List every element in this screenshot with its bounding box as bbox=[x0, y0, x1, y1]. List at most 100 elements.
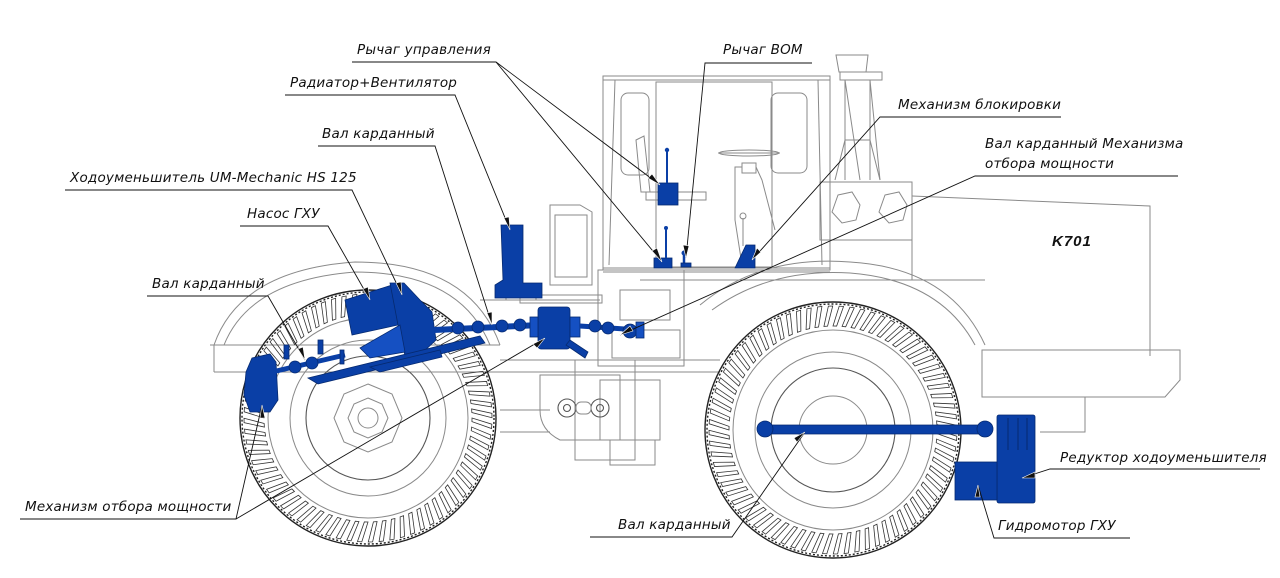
tread-lug bbox=[832, 305, 845, 327]
tread-lug bbox=[310, 305, 320, 329]
tread-lug bbox=[850, 308, 866, 329]
tread-lug bbox=[761, 517, 782, 535]
tread-lug bbox=[251, 458, 275, 466]
tread-lug bbox=[438, 490, 452, 514]
model-label: K701 bbox=[1052, 233, 1092, 250]
arrow-icon bbox=[751, 247, 762, 261]
label-locking-mechanism: Механизм блокировки bbox=[898, 97, 1061, 113]
arrow-icon bbox=[297, 346, 306, 361]
tread-lug bbox=[749, 334, 763, 358]
tread-lug bbox=[301, 310, 312, 334]
tread-lug bbox=[709, 440, 732, 449]
tread-lug bbox=[320, 301, 328, 325]
tread-lug bbox=[461, 370, 485, 378]
tread-lug bbox=[926, 382, 950, 390]
tread-lug bbox=[752, 512, 775, 529]
arrow-icon bbox=[682, 244, 690, 259]
tread-lug bbox=[287, 500, 310, 517]
tread-lug bbox=[876, 319, 896, 338]
tread-lug bbox=[276, 329, 292, 352]
tread-lug bbox=[864, 527, 870, 551]
tread-lug bbox=[408, 511, 416, 535]
pto-drive-unit[interactable] bbox=[537, 306, 571, 350]
front-tire-tread bbox=[708, 305, 958, 555]
tread-lug bbox=[265, 481, 289, 494]
tread-lug bbox=[881, 519, 891, 543]
tread-lug bbox=[741, 341, 757, 364]
tread-lug bbox=[891, 331, 914, 348]
tread-lug bbox=[399, 515, 405, 539]
tread-lug bbox=[859, 311, 876, 332]
tread-lug bbox=[284, 322, 298, 346]
label-control-lever: Рычаг управления bbox=[357, 42, 491, 58]
label-hydraulic-pump: Насос ГХУ bbox=[247, 206, 320, 222]
tread-lug bbox=[785, 313, 793, 337]
hydraulic-pump[interactable] bbox=[344, 284, 399, 336]
arrow-icon bbox=[651, 247, 663, 263]
tread-lug bbox=[873, 523, 881, 547]
label-radiator-fan: Радиатор+Вентилятор bbox=[290, 75, 457, 91]
control-lever-unit[interactable] bbox=[653, 147, 679, 269]
tread-lug bbox=[335, 519, 351, 540]
tread-lug bbox=[389, 517, 396, 541]
tread-lug bbox=[367, 521, 378, 543]
cardan-shaft-front[interactable] bbox=[756, 420, 994, 438]
tread-lug bbox=[460, 461, 479, 481]
tread-lug bbox=[766, 322, 777, 346]
tread-lug bbox=[915, 488, 932, 511]
leader-lines bbox=[20, 61, 1260, 539]
tread-lug bbox=[931, 456, 952, 473]
tread-lug bbox=[710, 451, 734, 458]
components bbox=[243, 147, 1036, 504]
tread-lug bbox=[867, 315, 886, 335]
tread-lug bbox=[444, 484, 460, 507]
locking-mechanism[interactable] bbox=[734, 244, 756, 269]
tread-lug bbox=[424, 502, 435, 526]
tread-lug bbox=[718, 377, 738, 396]
cardan-shaft-mid[interactable] bbox=[433, 318, 541, 335]
tread-lug bbox=[841, 306, 855, 328]
arrow-icon bbox=[503, 216, 511, 231]
tread-lug bbox=[889, 514, 900, 538]
tread-lug bbox=[720, 478, 744, 488]
tread-lug bbox=[243, 417, 265, 428]
tread-lug bbox=[814, 306, 823, 329]
cardan-shaft-rear[interactable] bbox=[271, 339, 346, 375]
tread-lug bbox=[928, 464, 948, 483]
tread-lug bbox=[467, 390, 491, 397]
tread-lug bbox=[811, 532, 825, 554]
label-cardan-shaft-top: Вал карданный bbox=[322, 126, 435, 142]
arrow-icon bbox=[486, 311, 493, 326]
creeper-reducer[interactable] bbox=[996, 414, 1036, 504]
tread-lug bbox=[725, 486, 749, 497]
front-wheel bbox=[704, 301, 962, 559]
tread-lug bbox=[292, 315, 305, 339]
tread-lug bbox=[416, 507, 426, 531]
tread-lug bbox=[805, 307, 812, 331]
tread-lug bbox=[909, 496, 925, 519]
tread-lug bbox=[340, 295, 347, 319]
tread-lug bbox=[925, 473, 944, 493]
tread-lug bbox=[935, 438, 957, 452]
tread-lug bbox=[821, 533, 834, 555]
radiator-fan-unit[interactable] bbox=[494, 224, 543, 299]
arrow-icon bbox=[619, 325, 634, 336]
tread-lug bbox=[734, 349, 751, 372]
tread-lug bbox=[912, 354, 936, 367]
tread-lug bbox=[470, 426, 492, 440]
tread-lug bbox=[272, 488, 296, 502]
tread-lug bbox=[247, 449, 271, 455]
tread-lug bbox=[716, 470, 740, 478]
pto-mechanism[interactable] bbox=[243, 353, 279, 413]
arrow-icon bbox=[362, 286, 371, 301]
tread-lug bbox=[269, 337, 286, 360]
tread-lug bbox=[905, 346, 929, 360]
tread-lug bbox=[244, 428, 267, 437]
tread-lug bbox=[823, 305, 834, 327]
tread-lug bbox=[790, 528, 807, 549]
label-pto-cardan-line1: Вал карданный Механизма bbox=[985, 136, 1184, 152]
tread-lug bbox=[457, 360, 481, 370]
leader-arrows bbox=[259, 173, 1036, 498]
tread-lug bbox=[708, 429, 730, 440]
